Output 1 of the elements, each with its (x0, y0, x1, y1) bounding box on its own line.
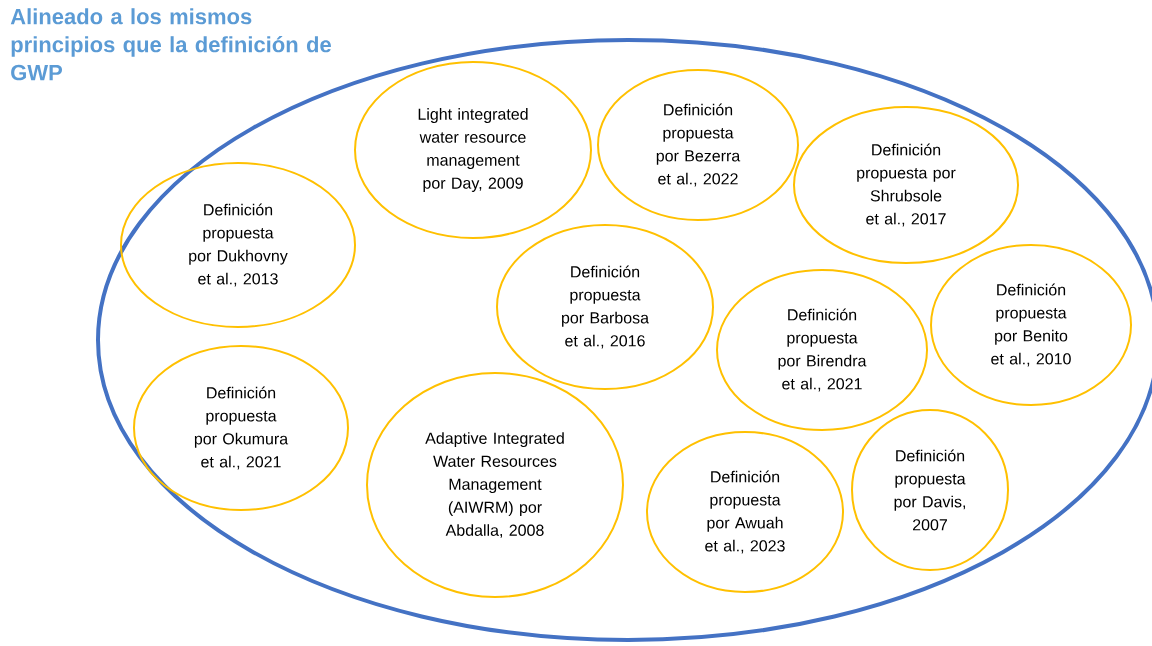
group-heading: Alineado a los mismos principios que la definición de GWP (10, 8, 331, 81)
